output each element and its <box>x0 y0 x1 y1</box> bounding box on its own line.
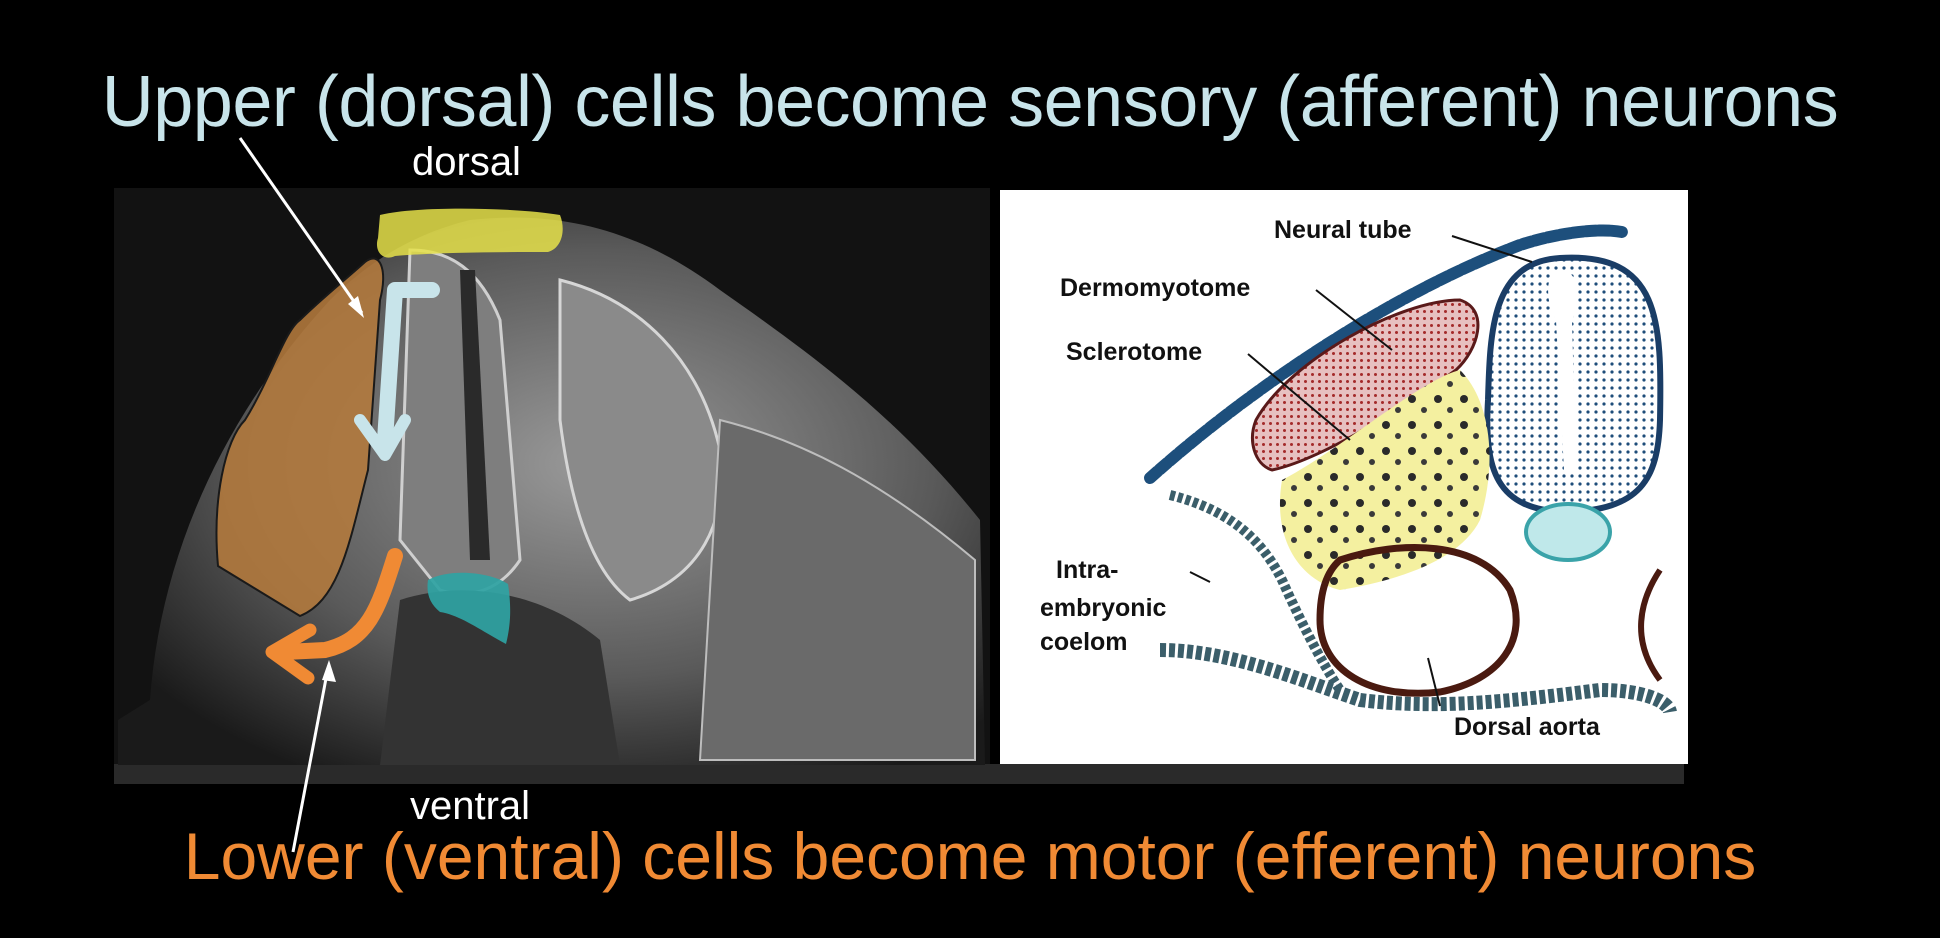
schematic-drawing: Neural tube Dermomyotome Sclerotome Intr… <box>1040 216 1677 741</box>
leader-coelom <box>1189 571 1211 583</box>
sem-lumen <box>460 270 490 560</box>
lateral-somatopleure <box>1168 490 1345 693</box>
leader-dorsal-aorta <box>1427 657 1441 707</box>
leader-dermomyotome <box>1315 289 1393 351</box>
notochord <box>1524 502 1612 562</box>
sem-embryo-section <box>118 217 985 766</box>
ventral-label: ventral <box>410 784 531 828</box>
motor-arrow <box>265 548 403 685</box>
label-intra-line2: embryonic <box>1040 594 1167 622</box>
title-motor: Lower (ventral) cells become motor (effe… <box>183 819 1757 893</box>
panel-frame-strip <box>114 764 1684 784</box>
label-intra-line3: coelom <box>1040 628 1128 656</box>
endoderm-layer <box>1159 643 1677 715</box>
dorsal-aorta-ring <box>1316 544 1520 697</box>
lateral-right-vessel <box>1638 568 1663 682</box>
label-neural-tube: Neural tube <box>1274 216 1412 244</box>
label-sclerotome: Sclerotome <box>1066 338 1202 366</box>
dorsal-highlight-shape <box>376 208 563 258</box>
leader-sclerotome <box>1247 353 1351 441</box>
sensory-arrow <box>354 282 440 461</box>
upper-pointer-head <box>348 296 364 318</box>
sem-notochord-area <box>380 590 620 765</box>
dorsal-label: dorsal <box>412 140 521 184</box>
lower-pointer-head <box>322 660 336 682</box>
label-intra-line1: Intra- <box>1056 556 1119 584</box>
label-dermomyotome: Dermomyotome <box>1060 274 1250 302</box>
sem-somite <box>558 278 724 602</box>
title-sensory: Upper (dorsal) cells become sensory (aff… <box>101 62 1839 142</box>
ectoderm-layer <box>1144 224 1628 484</box>
leader-neural-tube <box>1451 235 1533 263</box>
sem-lateral-plate <box>698 418 976 761</box>
label-dorsal-aorta: Dorsal aorta <box>1454 713 1601 741</box>
upper-title-pointer <box>238 137 364 314</box>
ventral-teal-region <box>427 572 511 644</box>
neural-crest-region <box>215 257 385 618</box>
sclerotome-shape <box>1279 370 1490 590</box>
dermomyotome-shape <box>1251 298 1480 472</box>
neural-tube-lumen <box>1548 270 1578 470</box>
lower-title-pointer <box>291 667 330 853</box>
